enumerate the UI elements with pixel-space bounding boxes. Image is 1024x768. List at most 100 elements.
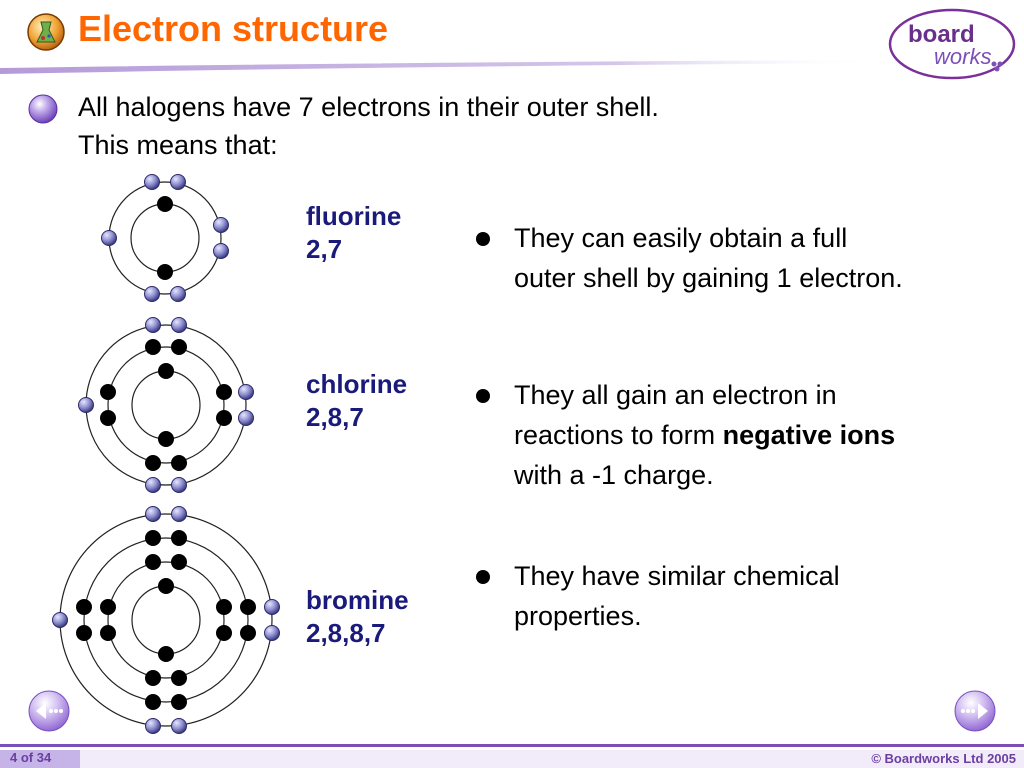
inner-electron — [216, 410, 232, 426]
fact-line: They can easily obtain a full — [514, 223, 848, 253]
inner-electron — [100, 410, 116, 426]
inner-electron — [240, 625, 256, 641]
inner-electron — [158, 646, 174, 662]
inner-electron — [158, 363, 174, 379]
fact-emphasis: negative ions — [722, 420, 896, 450]
inner-electron — [157, 264, 173, 280]
outer-electron — [145, 477, 161, 493]
inner-electron — [171, 694, 187, 710]
bullet-dot-icon — [476, 570, 490, 584]
flask-logo-icon — [27, 13, 65, 51]
title-underline — [0, 60, 880, 74]
inner-electron — [100, 625, 116, 641]
outer-electron — [144, 286, 160, 302]
inner-electron — [216, 384, 232, 400]
chlorine-label: chlorine 2,8,7 — [306, 368, 407, 434]
inner-electron — [100, 599, 116, 615]
electron-shell — [131, 585, 201, 655]
page-title: Electron structure — [78, 8, 389, 49]
bullet-dot-icon — [476, 389, 490, 403]
previous-arrow-icon[interactable] — [26, 688, 72, 734]
inner-electron — [145, 554, 161, 570]
brand-bottom: works — [934, 44, 991, 69]
electron-shell — [131, 370, 201, 440]
inner-electron — [171, 455, 187, 471]
element-configuration: 2,8,8,7 — [306, 618, 386, 648]
purple-orb-icon — [28, 94, 58, 124]
element-configuration: 2,7 — [306, 234, 343, 264]
outer-electron — [171, 317, 187, 333]
next-arrow-icon[interactable] — [952, 688, 998, 734]
inner-electron — [100, 384, 116, 400]
fluorine-label: fluorine 2,7 — [306, 200, 401, 266]
inner-electron — [157, 196, 173, 212]
page-number: 4 of 34 — [10, 750, 52, 765]
outer-electron — [171, 506, 187, 522]
chlorine-atom-diagram — [78, 317, 254, 493]
outer-electron — [145, 506, 161, 522]
fact-line: outer shell by gaining 1 electron. — [514, 263, 903, 293]
electron-shell — [107, 346, 225, 464]
outer-electron — [213, 243, 229, 259]
intro-line-1: All halogens have 7 electrons in their o… — [78, 92, 659, 122]
electron-shell — [130, 203, 200, 273]
intro-line-2: This means that: — [78, 130, 278, 160]
inner-electron — [171, 670, 187, 686]
bromine-label: bromine 2,8,8,7 — [306, 584, 409, 650]
electron-shell — [107, 561, 225, 679]
outer-electron — [213, 217, 229, 233]
brand-top: board — [908, 21, 975, 48]
element-configuration: 2,8,7 — [306, 402, 364, 432]
element-name: fluorine — [306, 201, 402, 231]
inner-electron — [145, 339, 161, 355]
outer-electron — [101, 230, 117, 246]
fact-text: reactions to form — [514, 420, 723, 450]
inner-electron — [145, 670, 161, 686]
footer-bar — [0, 744, 1024, 768]
inner-electron — [171, 554, 187, 570]
fact-item: They can easily obtain a full outer shel… — [476, 218, 1016, 298]
outer-electron — [170, 286, 186, 302]
inner-electron — [171, 530, 187, 546]
outer-electron — [144, 174, 160, 190]
fact-item: They have similar chemical properties. — [476, 556, 1016, 636]
inner-electron — [145, 530, 161, 546]
outer-electron — [264, 625, 280, 641]
inner-electron — [145, 694, 161, 710]
element-name: bromine — [306, 585, 409, 615]
bromine-atom-diagram — [52, 506, 280, 734]
outer-electron — [238, 410, 254, 426]
outer-electron — [145, 317, 161, 333]
outer-electron — [264, 599, 280, 615]
inner-electron — [158, 578, 174, 594]
inner-electron — [216, 599, 232, 615]
element-name: chlorine — [306, 369, 408, 399]
electron-shell — [59, 513, 273, 727]
fact-line: with a -1 charge. — [514, 460, 714, 490]
fluorine-atom-diagram — [101, 174, 229, 302]
boardworks-logo: board works — [888, 8, 1016, 80]
outer-electron — [78, 397, 94, 413]
outer-electron — [238, 384, 254, 400]
fact-line: They all gain an electron in — [514, 380, 837, 410]
fact-line: reactions to form negative ions — [514, 415, 1016, 455]
inner-electron — [76, 599, 92, 615]
inner-electron — [158, 431, 174, 447]
electron-shell — [83, 537, 249, 703]
outer-electron — [145, 718, 161, 734]
outer-electron — [171, 718, 187, 734]
fact-item: They all gain an electron in reactions t… — [476, 375, 1016, 495]
intro-text: All halogens have 7 electrons in their o… — [78, 88, 659, 164]
copyright-text: © Boardworks Ltd 2005 — [871, 751, 1016, 766]
fact-line: They have similar chemical — [514, 561, 840, 591]
electron-shell — [85, 324, 247, 486]
fact-line: properties. — [514, 601, 642, 631]
inner-electron — [171, 339, 187, 355]
outer-electron — [52, 612, 68, 628]
inner-electron — [145, 455, 161, 471]
inner-electron — [216, 625, 232, 641]
bullet-dot-icon — [476, 232, 490, 246]
outer-electron — [171, 477, 187, 493]
inner-electron — [76, 625, 92, 641]
inner-electron — [240, 599, 256, 615]
